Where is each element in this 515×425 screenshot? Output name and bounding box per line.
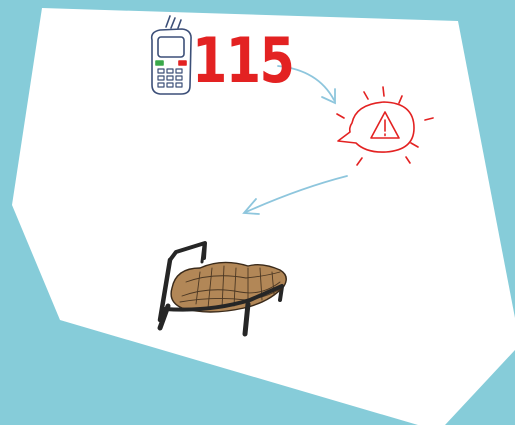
- emergency-number: 115: [192, 26, 293, 96]
